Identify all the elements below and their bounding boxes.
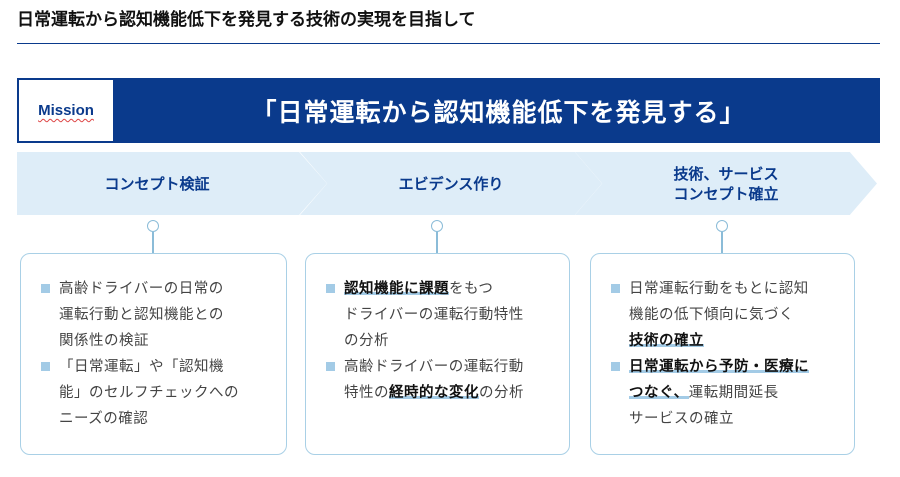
text: ニーズの確認 — [59, 411, 149, 427]
square-bullet-icon — [41, 284, 50, 293]
bullet-line: 機能の低下傾向に気づく — [629, 302, 809, 328]
highlighted-text: 経時的な変化 — [389, 385, 479, 401]
step-concept-verification: コンセプト検証 — [17, 152, 327, 215]
connector-pin — [431, 220, 443, 254]
bullet-line: 能」のセルフチェックへの — [59, 380, 239, 406]
text: ドライバーの運転行動特性 — [344, 307, 524, 323]
page-title: 日常運転から認知機能低下を発見する技術の実現を目指して — [17, 10, 476, 30]
bullet-line: つなぐ、運転期間延長 — [629, 380, 809, 406]
highlighted-text: 日常運転から予防・医療に — [629, 359, 809, 375]
text: 「日常運転」や「認知機 — [59, 359, 224, 375]
square-bullet-icon — [326, 362, 335, 371]
bullet-item: 日常運転から予防・医療につなぐ、運転期間延長サービスの確立 — [611, 354, 854, 432]
bullet-line: 日常運転から予防・医療に — [629, 354, 809, 380]
text: 運転行動と認知機能との — [59, 307, 224, 323]
title-divider — [17, 43, 880, 44]
mission-label: Mission — [19, 80, 113, 141]
text: 高齢ドライバーの運転行動 — [344, 359, 524, 375]
text: をもつ — [449, 281, 494, 297]
text: 日常運転行動をもとに認知 — [629, 281, 809, 297]
text: の分析 — [344, 333, 389, 349]
bullet-line: 高齢ドライバーの日常の — [59, 276, 224, 302]
square-bullet-icon — [611, 362, 620, 371]
bullet-line: の分析 — [344, 328, 524, 354]
card-technology: 日常運転行動をもとに認知機能の低下傾向に気づく技術の確立日常運転から予防・医療に… — [590, 253, 855, 455]
bullet-line: サービスの確立 — [629, 406, 809, 432]
bullet-item: 認知機能に課題をもつドライバーの運転行動特性の分析 — [326, 276, 569, 354]
bullet-item: 日常運転行動をもとに認知機能の低下傾向に気づく技術の確立 — [611, 276, 854, 354]
square-bullet-icon — [611, 284, 620, 293]
square-bullet-icon — [41, 362, 50, 371]
card-concept: 高齢ドライバーの日常の運転行動と認知機能との関係性の検証「日常運転」や「認知機能… — [20, 253, 287, 455]
bullet-line: 技術の確立 — [629, 328, 809, 354]
bullet-line: ニーズの確認 — [59, 406, 239, 432]
text: 関係性の検証 — [59, 333, 149, 349]
bullet-item: 高齢ドライバーの運転行動特性の経時的な変化の分析 — [326, 354, 569, 406]
bullet-line: 運転行動と認知機能との — [59, 302, 224, 328]
bullet-line: 特性の経時的な変化の分析 — [344, 380, 524, 406]
square-bullet-icon — [326, 284, 335, 293]
bullet-line: 関係性の検証 — [59, 328, 224, 354]
highlighted-text: 技術の確立 — [629, 333, 704, 349]
step-evidence: エビデンス作り — [300, 152, 602, 215]
text: の分析 — [479, 385, 524, 401]
bullet-line: ドライバーの運転行動特性 — [344, 302, 524, 328]
bullet-line: 認知機能に課題をもつ — [344, 276, 524, 302]
text: 運転期間延長 — [688, 385, 779, 401]
text: 能」のセルフチェックへの — [59, 385, 239, 401]
mission-headline: 「日常運転から認知機能低下を発見する」 — [251, 97, 746, 127]
text: 特性の — [344, 385, 389, 401]
connector-pin — [716, 220, 728, 254]
connector-pin — [147, 220, 159, 254]
bullet-line: 「日常運転」や「認知機 — [59, 354, 239, 380]
text: 高齢ドライバーの日常の — [59, 281, 224, 297]
text: サービスの確立 — [629, 411, 734, 427]
highlighted-text: 認知機能に課題 — [344, 281, 449, 297]
bullet-item: 高齢ドライバーの日常の運転行動と認知機能との関係性の検証 — [41, 276, 286, 354]
mission-banner: Mission 「日常運転から認知機能低下を発見する」 — [17, 78, 880, 143]
step-technology-service: 技術、サービス コンセプト確立 — [575, 152, 877, 215]
card-evidence: 認知機能に課題をもつドライバーの運転行動特性の分析高齢ドライバーの運転行動特性の… — [305, 253, 570, 455]
bullet-item: 「日常運転」や「認知機能」のセルフチェックへのニーズの確認 — [41, 354, 286, 432]
bullet-line: 高齢ドライバーの運転行動 — [344, 354, 524, 380]
bullet-line: 日常運転行動をもとに認知 — [629, 276, 809, 302]
highlighted-text: つなぐ、 — [629, 385, 689, 401]
text: 機能の低下傾向に気づく — [629, 307, 794, 323]
